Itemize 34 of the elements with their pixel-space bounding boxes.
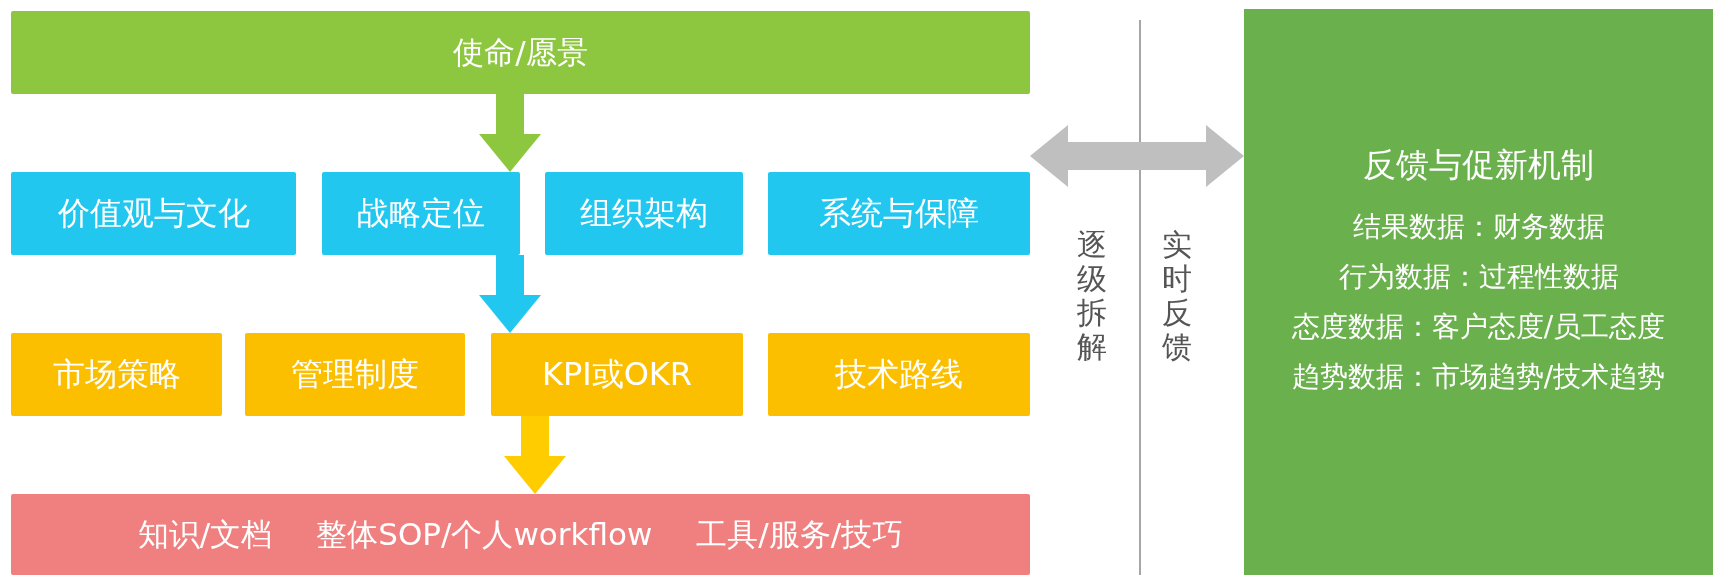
block-arrow: [479, 94, 541, 172]
box-label: 战略定位: [357, 192, 485, 234]
data-line: 趋势数据：市场趋势/技术趋势: [1291, 358, 1666, 395]
tactic-box: [491, 333, 743, 416]
box-label: 技术路线: [835, 353, 963, 395]
data-line: 行为数据：过程性数据: [1338, 258, 1619, 295]
data-line: 结果数据：财务数据: [1352, 208, 1605, 245]
strategy-box: [545, 172, 743, 255]
side-label: 逐级拆解: [1076, 228, 1107, 364]
strategy-box: [322, 172, 520, 255]
box-label: 管理制度: [291, 353, 419, 395]
block-arrow: [504, 416, 566, 494]
mission-bar: [11, 11, 1030, 94]
box-label: 整体SOP/个人workflow: [316, 514, 653, 554]
box-label: 市场策略: [52, 353, 181, 395]
execution-bar: [11, 494, 1030, 575]
tactic-box: [11, 333, 222, 416]
box-label: 知识/文档: [137, 514, 273, 554]
tactic-box: [245, 333, 465, 416]
strategy-box: [768, 172, 1030, 255]
box-label: KPI或OKR: [541, 353, 693, 395]
box-label: 价值观与文化: [57, 192, 250, 234]
panel-heading: 反馈与促新机制: [1363, 143, 1594, 186]
tactic-box: [768, 333, 1030, 416]
box-label: 使命/愿景: [453, 32, 588, 72]
side-label: 实时反馈: [1161, 228, 1192, 364]
data-line: 态度数据：客户态度/员工态度: [1291, 308, 1666, 345]
box-label: 组织架构: [580, 192, 708, 234]
double-arrow: [1030, 125, 1244, 187]
block-arrow: [479, 255, 541, 333]
feedback-panel: [1244, 9, 1713, 575]
box-label: 工具/服务/技巧: [696, 514, 904, 554]
box-label: 系统与保障: [819, 192, 979, 234]
strategy-box: [11, 172, 296, 255]
